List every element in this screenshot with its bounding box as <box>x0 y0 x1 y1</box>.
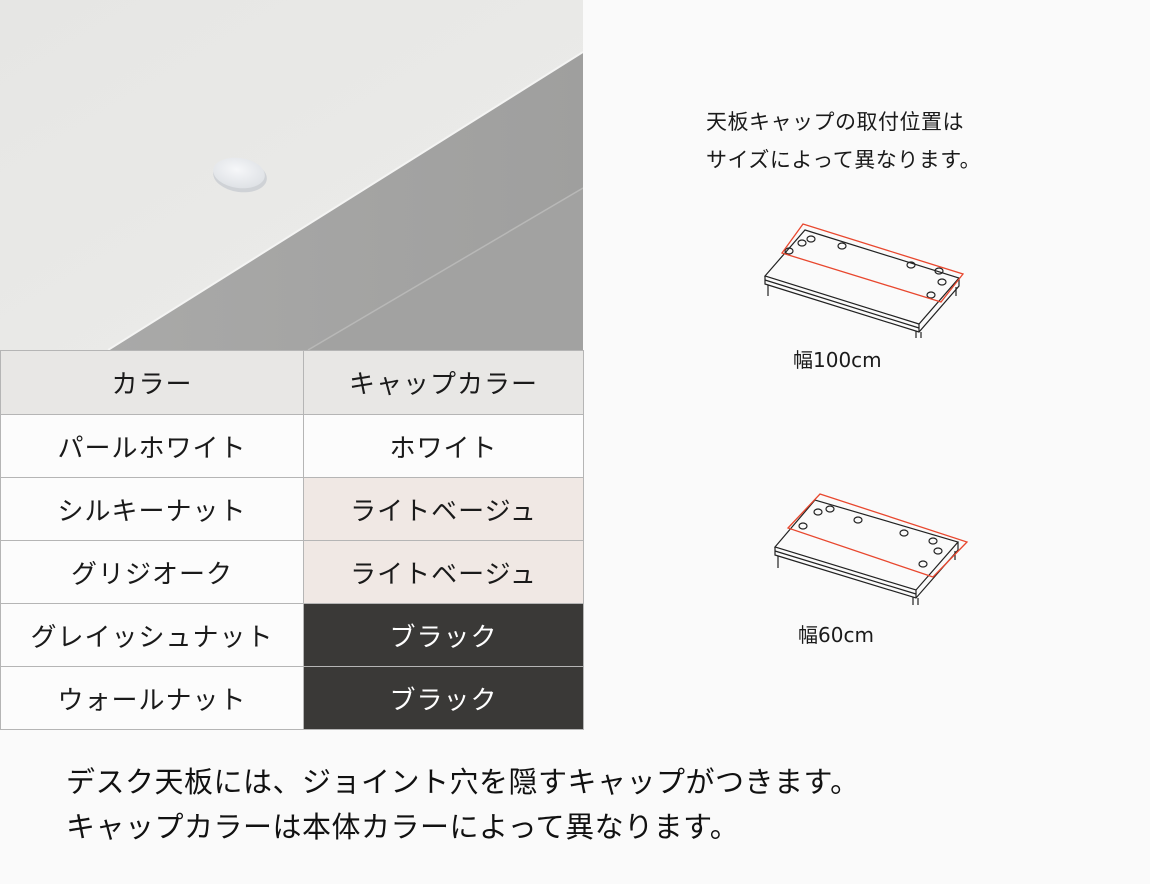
header-color: カラー <box>0 350 304 415</box>
cap-color-cell: ライトベージュ <box>303 540 584 604</box>
cap-position-highlight <box>780 223 965 303</box>
desk-100cm-illustration <box>763 223 965 340</box>
product-photo <box>0 0 583 350</box>
footer-description: デスク天板には、ジョイント穴を隠すキャップがつきます。 キャップカラーは本体カラ… <box>66 760 860 850</box>
footer-line-1: デスク天板には、ジョイント穴を隠すキャップがつきます。 <box>66 765 860 799</box>
cap-color-cell: ライトベージュ <box>303 477 584 541</box>
desk-diagram-100cm <box>755 218 985 342</box>
desk-diagram-60cm <box>770 490 980 609</box>
table-row: グリジオーク ライトベージュ <box>0 540 584 604</box>
desk-corner-image <box>0 0 583 350</box>
cap-color-cell: ホワイト <box>303 414 584 478</box>
color-cell: グリジオーク <box>0 540 304 604</box>
header-cap-color: キャップカラー <box>303 350 584 415</box>
table-row: シルキーナット ライトベージュ <box>0 477 584 541</box>
table-row: ウォールナット ブラック <box>0 666 584 730</box>
color-cell: パールホワイト <box>0 414 304 478</box>
color-cell: グレイッシュナット <box>0 603 304 667</box>
note-line-1: 天板キャップの取付位置は <box>706 110 964 134</box>
table-row: グレイッシュナット ブラック <box>0 603 584 667</box>
footer-line-2: キャップカラーは本体カラーによって異なります。 <box>66 810 740 844</box>
diagram-label-60cm: 幅60cm <box>798 623 874 647</box>
color-cell: シルキーナット <box>0 477 304 541</box>
table-header-row: カラー キャップカラー <box>0 350 584 415</box>
desk-60cm-illustration <box>773 493 969 605</box>
cap-position-note: 天板キャップの取付位置は サイズによって異なります。 <box>706 103 981 179</box>
diagram-label-100cm: 幅100cm <box>793 348 882 372</box>
cap-color-table: カラー キャップカラー パールホワイト ホワイト シルキーナット ライトベージュ… <box>0 350 584 730</box>
cap-color-cell: ブラック <box>303 603 584 667</box>
joint-cap-icon <box>213 157 267 193</box>
color-cell: ウォールナット <box>0 666 304 730</box>
table-row: パールホワイト ホワイト <box>0 414 584 478</box>
note-line-2: サイズによって異なります。 <box>706 148 982 172</box>
cap-position-highlight <box>786 493 969 578</box>
cap-color-cell: ブラック <box>303 666 584 730</box>
